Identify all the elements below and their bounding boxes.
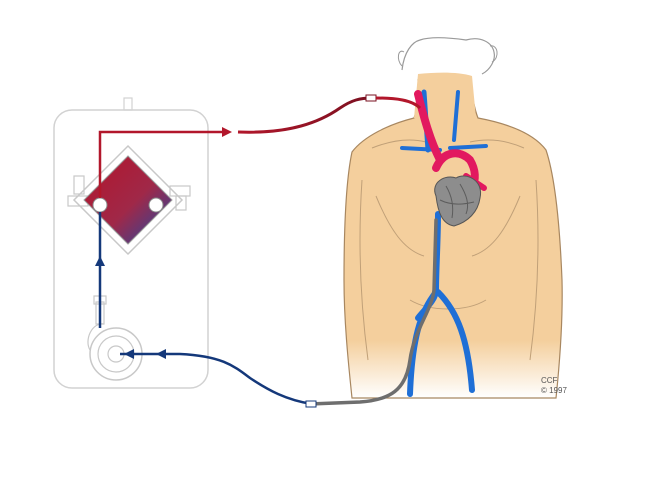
- pectoral-right: [471, 195, 521, 257]
- arterial-cannula: [375, 96, 422, 110]
- venous-connector: [305, 400, 317, 408]
- oxygenator-outlet-port: [92, 197, 108, 213]
- arrow-left-icon: [156, 349, 166, 359]
- credit-line-1: CCF: [541, 376, 558, 385]
- credit-line-2: © 1997: [541, 386, 567, 395]
- clavicle-right: [469, 139, 525, 149]
- oxygenator-inlet-port: [148, 197, 164, 213]
- neck: [414, 72, 476, 123]
- arm-line-left: [359, 179, 369, 361]
- pectoral-left: [375, 195, 425, 257]
- subclavian-vein-right: [448, 144, 488, 150]
- carotid-artery: [414, 90, 444, 164]
- heart-icon: [434, 175, 482, 227]
- venous-cannula-internal: [308, 218, 438, 406]
- arrow-up-icon: [95, 256, 105, 266]
- head-outline: [401, 37, 495, 75]
- iliac-vein-right: [435, 289, 475, 393]
- arrow-right-icon: [222, 127, 232, 137]
- oxygenator-icon: [67, 144, 191, 256]
- ear-left: [397, 50, 405, 67]
- arterial-return-line: [98, 130, 222, 198]
- patient-torso: [343, 37, 563, 399]
- arrow-left-icon: [124, 349, 134, 359]
- ear-right: [489, 45, 498, 63]
- arterial-return-tube: [237, 96, 373, 134]
- arterial-connector: [365, 94, 377, 102]
- copyright-credit: CCF © 1997: [541, 376, 567, 396]
- jugular-vein-right: [452, 90, 460, 142]
- venous-drainage-line: [120, 352, 313, 406]
- arm-line-right: [529, 179, 539, 361]
- torso-body: [343, 77, 563, 399]
- machine-top-handle: [123, 97, 133, 111]
- clavicle-left: [371, 139, 427, 149]
- ecmo-machine: [53, 97, 209, 389]
